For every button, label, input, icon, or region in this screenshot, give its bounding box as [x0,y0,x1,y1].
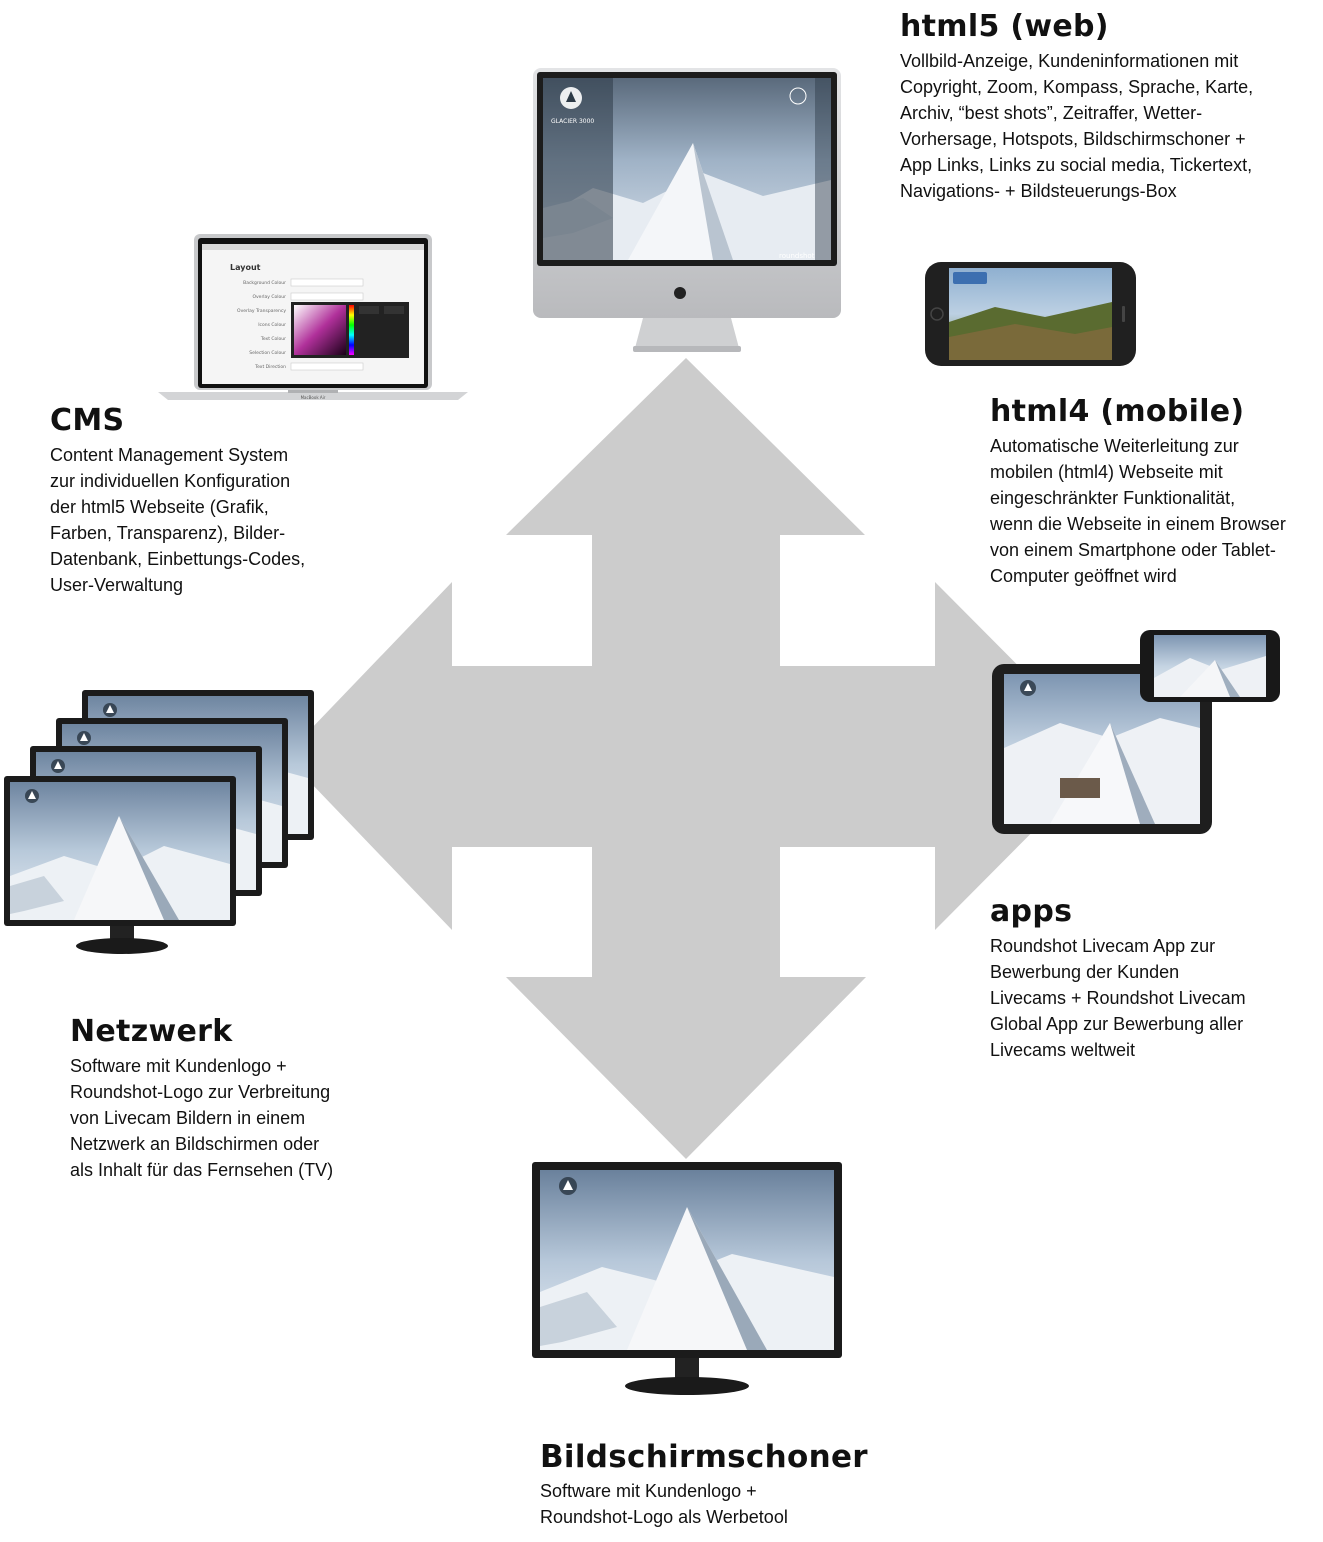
cms-field-label: Overlay Colour [252,294,286,300]
cms-field-label: Icons Colour [258,322,286,328]
mobile-block: html4 (mobile) Automatische Weiterleitun… [990,395,1323,589]
macbook-label: MacBook Air [301,395,326,400]
tablet-phone-device [992,630,1280,834]
network-description: Software mit Kundenlogo + Roundshot-Logo… [70,1056,334,1180]
web-title: html5 (web) [900,9,1109,44]
apps-description: Roundshot Livecam App zur Bewerbung der … [990,936,1246,1060]
web-block: html5 (web) Vollbild-Anzeige, Kundeninfo… [900,10,1310,204]
network-block: Netzwerk Software mit Kundenlogo + Round… [70,1015,390,1183]
web-description: Vollbild-Anzeige, Kundeninformationen mi… [900,51,1254,201]
macbook-device: Layout Background Colour Overlay Colour … [158,234,468,400]
mobile-title: html4 (mobile) [990,394,1245,429]
apps-title: apps [990,894,1073,929]
monitor-stack-device [4,690,314,954]
screensaver-description: Software mit Kundenlogo + Roundshot-Logo… [540,1481,788,1527]
cms-block: CMS Content Management System zur indivi… [50,404,370,598]
cms-field-label: Text Colour [260,336,286,342]
apps-block: apps Roundshot Livecam App zur Bewerbung… [990,895,1310,1063]
cms-field-label: Text Direction [254,364,286,370]
cms-field-label: Overlay Transparency [237,308,286,314]
iphone-device [925,262,1136,366]
mobile-description: Automatische Weiterleitung zur mobilen (… [990,436,1286,586]
arrow-shape [285,358,1108,1159]
cms-title: CMS [50,403,125,438]
cms-field-label: Selection Colour [249,350,286,356]
cms-heading: Layout [230,263,261,272]
web-screen-brand: GLACIER 3000 [551,118,594,125]
network-title: Netzwerk [70,1014,233,1049]
screensaver-title: Bildschirmschoner [540,1439,868,1475]
cms-field-label: Background Colour [243,280,286,286]
screensaver-block: Bildschirmschoner Software mit Kundenlog… [540,1439,868,1530]
monitor-device [532,1162,842,1395]
cms-description: Content Management System zur individuel… [50,445,306,595]
web-screen-logo: roundshot [779,252,815,260]
imac-device: GLACIER 3000 roundshot [533,68,841,352]
